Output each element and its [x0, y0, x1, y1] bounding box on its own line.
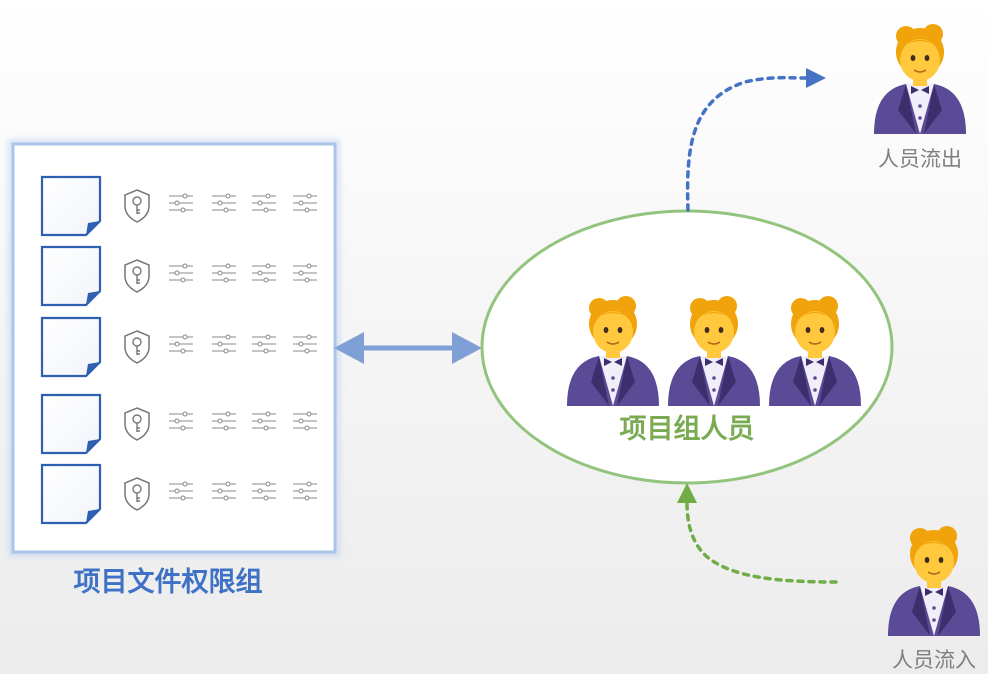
inflow-arrow: [677, 483, 838, 584]
person-in-label: 人员流入: [892, 648, 976, 672]
document-icon: [40, 393, 102, 455]
person-out-label: 人员流出: [878, 147, 962, 171]
document-icon: [40, 463, 102, 525]
document-icon: [40, 316, 102, 378]
team-members-label: 项目组人员: [620, 413, 755, 445]
document-icon: [40, 175, 102, 237]
outflow-arrow: [685, 68, 826, 212]
document-icon: [40, 245, 102, 307]
person-out-icon: [873, 23, 967, 135]
person-in-icon: [887, 525, 981, 637]
permission-group-label: 项目文件权限组: [74, 566, 263, 598]
two-way-arrow: [334, 332, 482, 364]
